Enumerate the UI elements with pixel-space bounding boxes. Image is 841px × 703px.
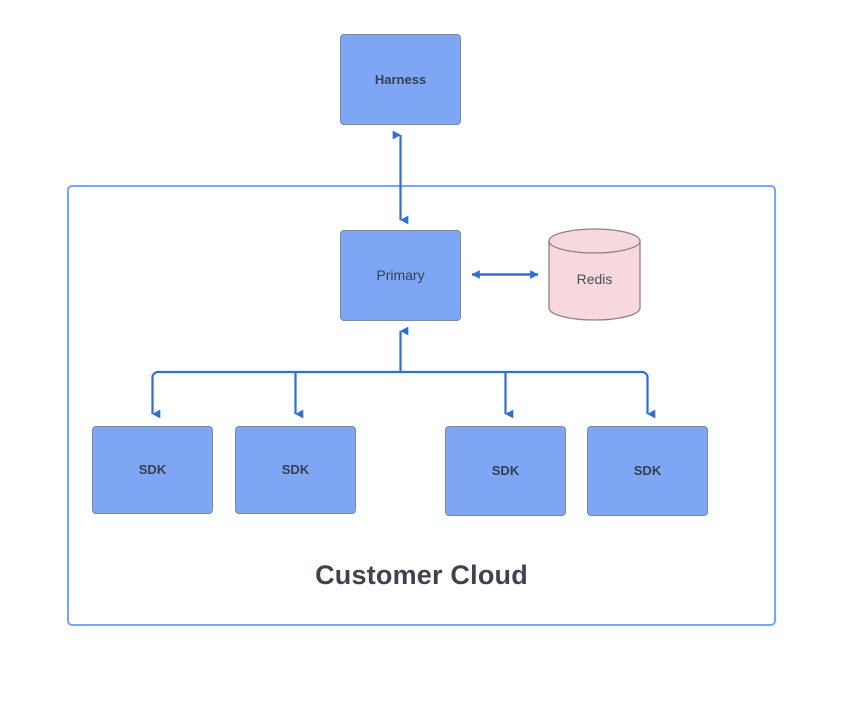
node-harness-label: Harness	[374, 71, 427, 87]
node-sdk-4-label: SDK	[633, 463, 662, 479]
node-sdk-3[interactable]: SDK	[445, 426, 566, 516]
customer-cloud-title: Customer Cloud	[315, 560, 528, 590]
customer-cloud-container	[67, 185, 776, 626]
node-redis[interactable]: Redis	[548, 228, 641, 321]
node-sdk-2-label: SDK	[281, 462, 310, 478]
node-sdk-1-label: SDK	[138, 462, 167, 478]
cylinder-shape	[548, 228, 641, 321]
node-primary[interactable]: Primary	[340, 230, 461, 321]
node-sdk-1[interactable]: SDK	[92, 426, 213, 514]
node-sdk-4[interactable]: SDK	[587, 426, 708, 516]
node-primary-label: Primary	[376, 267, 425, 284]
node-harness[interactable]: Harness	[340, 34, 461, 125]
node-sdk-2[interactable]: SDK	[235, 426, 356, 514]
node-sdk-3-label: SDK	[491, 463, 520, 479]
node-redis-label: Redis	[576, 270, 613, 287]
